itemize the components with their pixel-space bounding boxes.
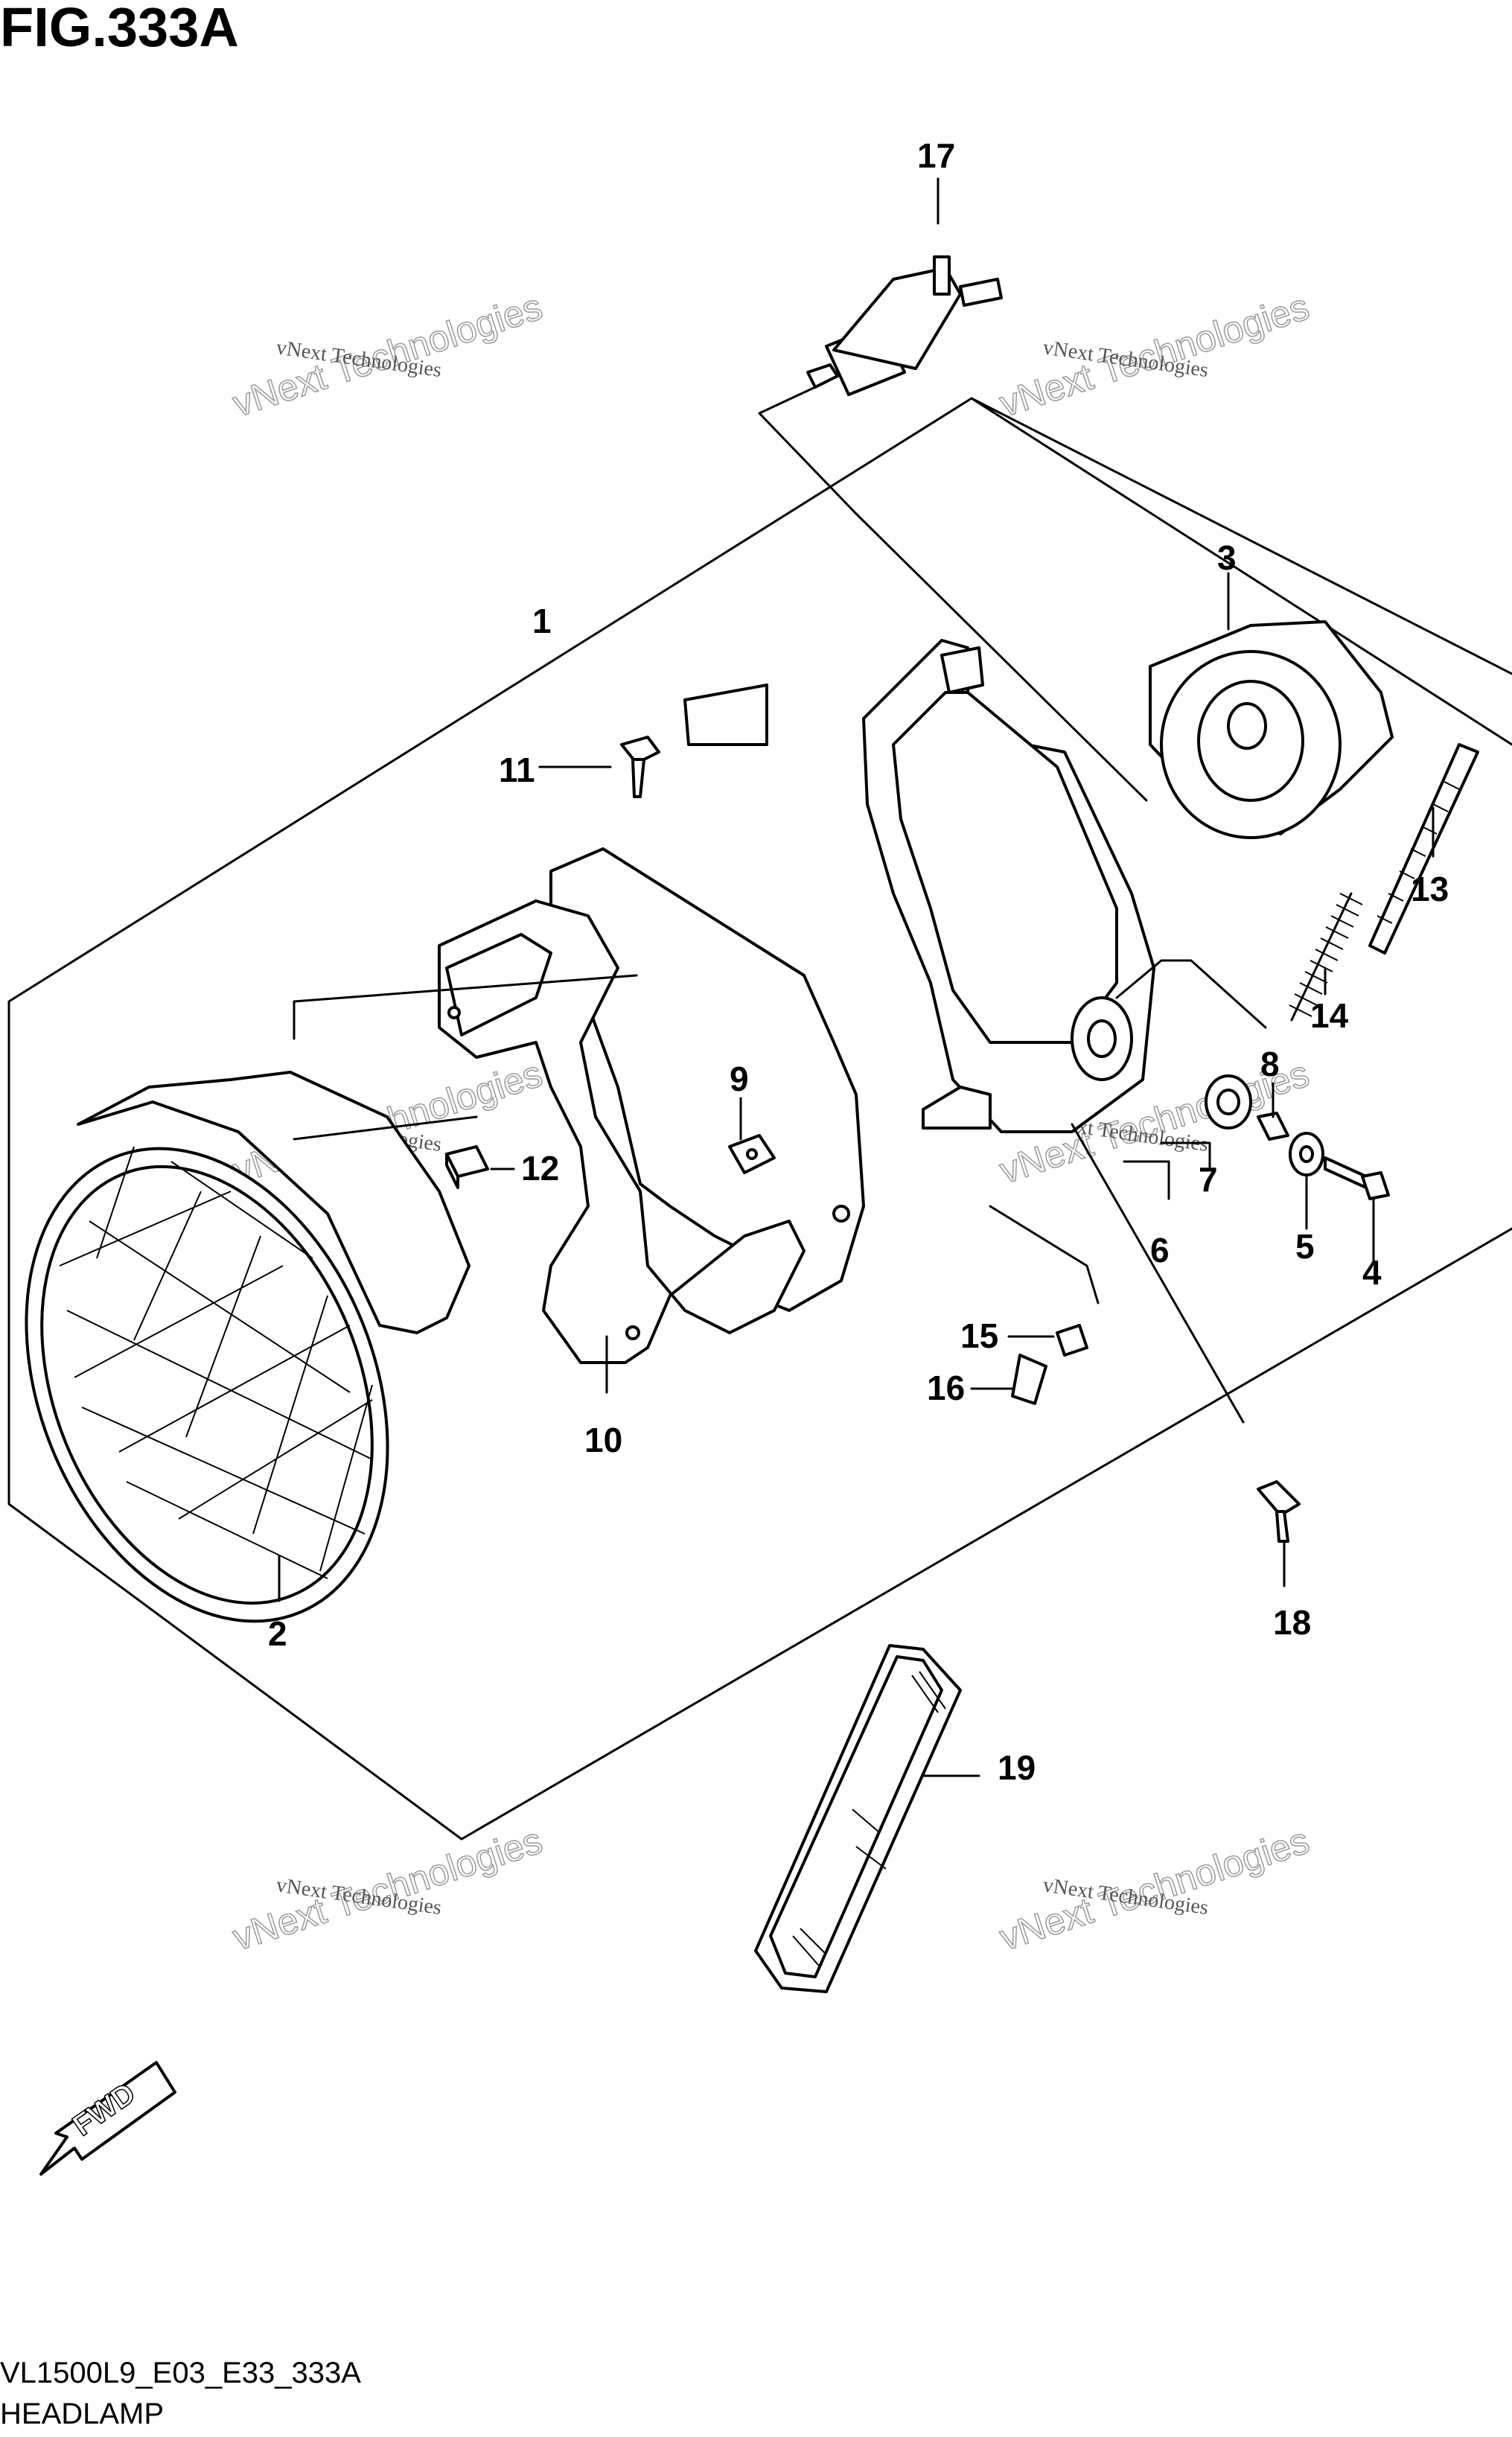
clip-9: [728, 1134, 776, 1174]
mounting-arm: [438, 684, 865, 1364]
callout-15: 15: [960, 1316, 998, 1355]
grommet-7: [1205, 1074, 1252, 1130]
bolt-18: [1257, 1480, 1301, 1543]
socket-to-pin-line: [989, 1205, 1100, 1304]
assembly-outline: [970, 397, 1512, 746]
screw-11-line: [293, 974, 638, 1040]
callout-labels: 1 2 3 4 5 6 7 8 9 10 11 12 13 14 15 16 1…: [268, 136, 1449, 1787]
screw-11: [620, 736, 660, 798]
callout-4: 4: [1362, 1253, 1382, 1292]
dust-cover: [1149, 620, 1394, 839]
leader-6: [1123, 1160, 1170, 1200]
side-reflector-19: [754, 1644, 962, 1993]
headlamp-bracket: [862, 639, 1155, 1133]
spring-14: [1289, 892, 1363, 1022]
callout-13: 13: [1411, 870, 1449, 908]
pin-16: [1011, 1354, 1047, 1405]
callout-18: 18: [1273, 1603, 1311, 1642]
model-code: VL1500L9_E03_E33_333A: [0, 2357, 361, 2389]
callout-1: 1: [532, 602, 552, 640]
watermark-bottom-right: vNext Technologies vNext Technologies: [994, 1819, 1314, 1959]
callout-6: 6: [1150, 1231, 1170, 1270]
callout-17: 17: [917, 136, 955, 175]
callout-7: 7: [1199, 1160, 1218, 1199]
callout-5: 5: [1295, 1227, 1315, 1266]
adjusting-screw-13: [1368, 743, 1479, 955]
callout-3: 3: [1217, 538, 1237, 577]
callout-14: 14: [1310, 996, 1349, 1035]
nut-12-line: [293, 1115, 478, 1141]
washer-5: [1289, 1132, 1324, 1176]
cap-15: [1056, 1324, 1088, 1357]
leader-7: [1160, 1141, 1211, 1170]
callout-11: 11: [499, 751, 535, 789]
nut-12: [445, 1145, 489, 1189]
callout-12: 12: [521, 1149, 559, 1188]
collar-8: [1257, 1112, 1289, 1141]
fwd-arrow-icon: FWD: [39, 2061, 176, 2176]
spring-to-bracket-line: [1115, 959, 1267, 1029]
callout-2: 2: [268, 1614, 287, 1653]
callout-8: 8: [1260, 1045, 1280, 1083]
callout-16: 16: [927, 1369, 965, 1407]
callout-19: 19: [998, 1748, 1036, 1787]
bolt-4: [1324, 1156, 1390, 1200]
figure-title: FIG.333A: [0, 0, 239, 58]
bulb-to-socket-line: [758, 386, 1148, 802]
section-name: HEADLAMP: [0, 2398, 164, 2430]
bracket-to-bolt-18-line: [1071, 1123, 1245, 1424]
callout-9: 9: [730, 1060, 749, 1098]
headlamp-unit: [25, 1071, 470, 1623]
headlamp-bulb: [806, 255, 1003, 396]
watermark-bottom-left: vNext Technologies vNext Technologies: [227, 1819, 547, 1959]
watermark-top-left: vNext Technologies vNext Technologies: [227, 285, 547, 425]
assembly-outline-edges: [7, 397, 1512, 1841]
watermark-top-right: vNext Technologies vNext Technologies: [994, 285, 1314, 425]
callout-10: 10: [584, 1421, 622, 1459]
